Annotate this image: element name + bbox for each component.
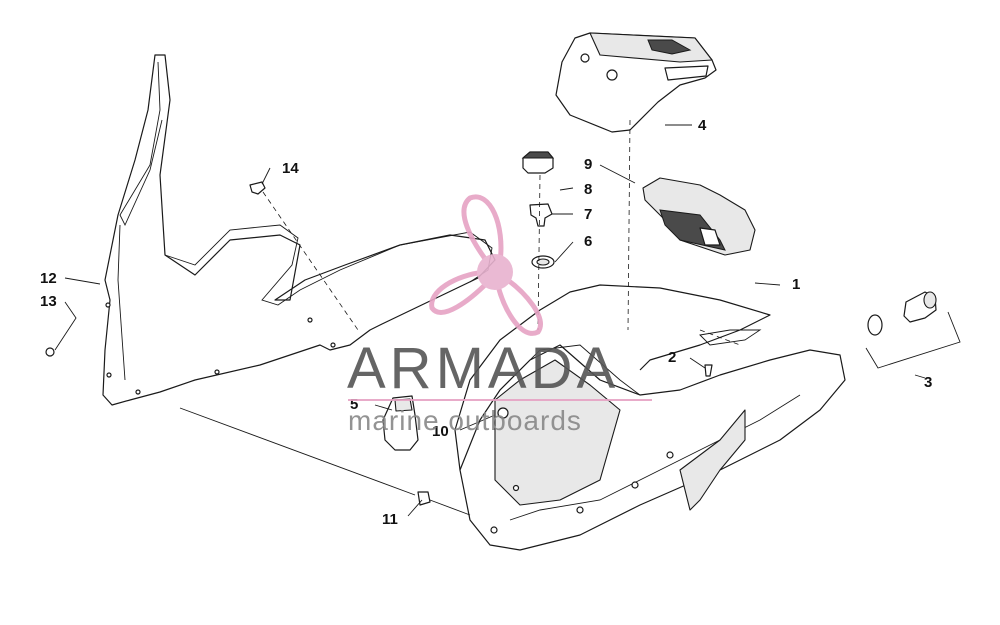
callout-5: 5 (350, 396, 358, 413)
callout-4: 4 (698, 117, 707, 134)
propeller-icon (429, 194, 543, 336)
callout-12: 12 (40, 270, 57, 287)
callout-labels: 1 2 3 4 5 6 7 8 9 10 11 12 13 14 (40, 117, 932, 528)
grommet-13 (45, 347, 55, 357)
clip-part (529, 203, 553, 227)
watermark-logo: ARMADA marine outboards (347, 194, 652, 436)
fasteners (45, 181, 713, 506)
watermark-tagline: marine outboards (348, 405, 582, 436)
callout-11: 11 (382, 511, 398, 528)
reference-lines (179, 119, 741, 516)
windshield-part (102, 54, 496, 406)
callout-13: 13 (40, 293, 57, 310)
screw-2 (704, 364, 713, 377)
callout-14: 14 (282, 160, 299, 177)
callout-9: 9 (584, 156, 592, 173)
callout-2: 2 (668, 349, 676, 366)
callout-10: 10 (432, 423, 449, 440)
nut-part (531, 255, 555, 269)
callout-7: 7 (584, 206, 592, 223)
control-module-part (642, 177, 756, 256)
watermark-brand: ARMADA (347, 336, 619, 401)
leader-lines (54, 124, 926, 517)
callout-6: 6 (584, 233, 592, 250)
screw-14 (249, 181, 266, 195)
callout-3: 3 (924, 374, 932, 391)
cap-part (521, 151, 555, 174)
storage-box-part (555, 32, 717, 133)
callout-1: 1 (792, 276, 800, 293)
callout-8: 8 (584, 181, 592, 198)
screw-10 (497, 407, 509, 419)
knob-assembly-part (865, 291, 961, 369)
